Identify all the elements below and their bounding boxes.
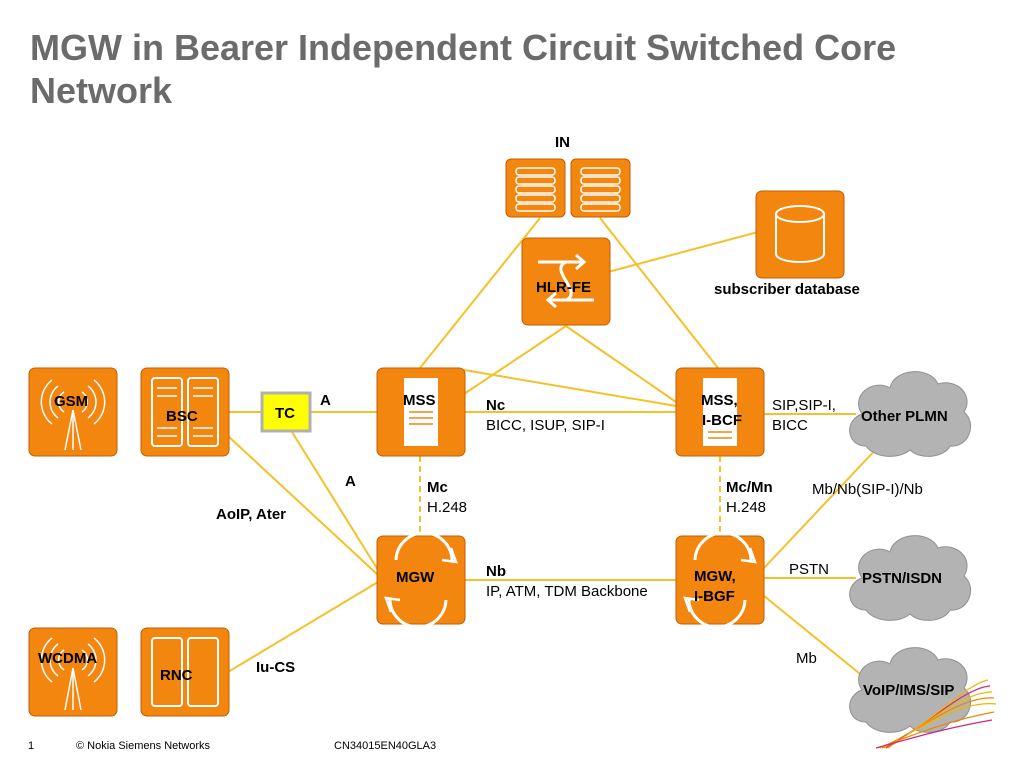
link-hlr-subdb [607, 231, 759, 273]
mss-ibcf-label-1: MSS, [701, 392, 738, 409]
in-server-icon [505, 158, 631, 218]
link-bsc-mgw [227, 435, 379, 576]
link-hlr-mssibcf [565, 325, 677, 403]
nb-backbone-label: IP, ATM, TDM Backbone [486, 583, 648, 600]
mc-label: Mc [427, 479, 448, 496]
link-tc-mgw [291, 431, 379, 571]
rnc-rack-icon [140, 627, 230, 717]
mss-server-icon [376, 367, 466, 457]
link-in-mssibcf [599, 217, 719, 369]
wcdma-antenna-icon [28, 627, 118, 717]
pstn-isdn-cloud [849, 535, 971, 621]
footer-page-number: 1 [28, 740, 34, 752]
link-mb-nb [763, 444, 881, 569]
pstn-link-label: PSTN [789, 561, 829, 578]
sync-arrows-icon [538, 253, 594, 309]
voip-ims-sip-label: VoIP/IMS/SIP [863, 682, 954, 699]
a-top-label: A [320, 392, 331, 409]
swirl-logo-icon [875, 679, 997, 749]
iu-cs-label: Iu-CS [256, 659, 295, 676]
nc-label: Nc [486, 397, 505, 414]
a-mid-label: A [345, 473, 356, 490]
mgw-label: MGW [396, 569, 435, 586]
mgw-node [376, 531, 466, 629]
other-plmn-cloud [849, 371, 971, 457]
mb-link-label: Mb [796, 650, 817, 667]
tc-node [260, 391, 312, 433]
bsc-rack-icon [140, 367, 230, 457]
other-plmn-label: Other PLMN [861, 408, 948, 425]
mcmn-protocol-label: H.248 [726, 499, 766, 516]
mb-nb-label: Mb/Nb(SIP-I)/Nb [812, 481, 923, 498]
aoip-ater-label: AoIP, Ater [216, 506, 286, 523]
mss-ibcf-label-2: I-BCF [702, 412, 742, 429]
pstn-isdn-label: PSTN/ISDN [862, 570, 942, 587]
mcmn-label: Mc/Mn [726, 479, 773, 496]
subscriber-db-label: subscriber database [714, 281, 860, 298]
footer-doc-id: CN34015EN40GLA3 [334, 740, 436, 752]
bsc-label: BSC [166, 408, 198, 425]
database-icon [755, 190, 845, 279]
mgw-ibgf-label-1: MGW, [694, 568, 736, 585]
link-mss-in [419, 217, 541, 369]
footer-copyright: © Nokia Siemens Networks [76, 740, 211, 752]
link-mss-hlr [463, 325, 567, 395]
link-mb [763, 595, 871, 683]
links [227, 217, 881, 683]
mss-ibcf-server-icon [675, 367, 765, 457]
wcdma-label: WCDMA [38, 650, 97, 667]
sip-label-2: BICC [772, 417, 808, 434]
sip-label-1: SIP,SIP-I, [772, 397, 836, 414]
mss-label: MSS [403, 392, 436, 409]
link-rnc-mgw [227, 581, 379, 673]
mc-protocol-label: H.248 [427, 499, 467, 516]
hlr-fe-node [521, 237, 611, 326]
gsm-antenna-icon [28, 367, 118, 457]
in-label: IN [555, 134, 570, 151]
hlr-fe-label: HLR-FE [536, 279, 591, 296]
mgw-ibgf-node [675, 531, 765, 629]
nb-label: Nb [486, 563, 506, 580]
slide-title: MGW in Bearer Independent Circuit Switch… [30, 27, 897, 111]
nc-protocols-label: BICC, ISUP, SIP-I [486, 417, 605, 434]
mgw-ibgf-label-2: I-BGF [694, 588, 735, 605]
link-mss-mssibcf-diag [463, 369, 677, 407]
tc-label: TC [275, 405, 295, 422]
gsm-label: GSM [54, 393, 88, 410]
rnc-label: RNC [160, 667, 193, 684]
